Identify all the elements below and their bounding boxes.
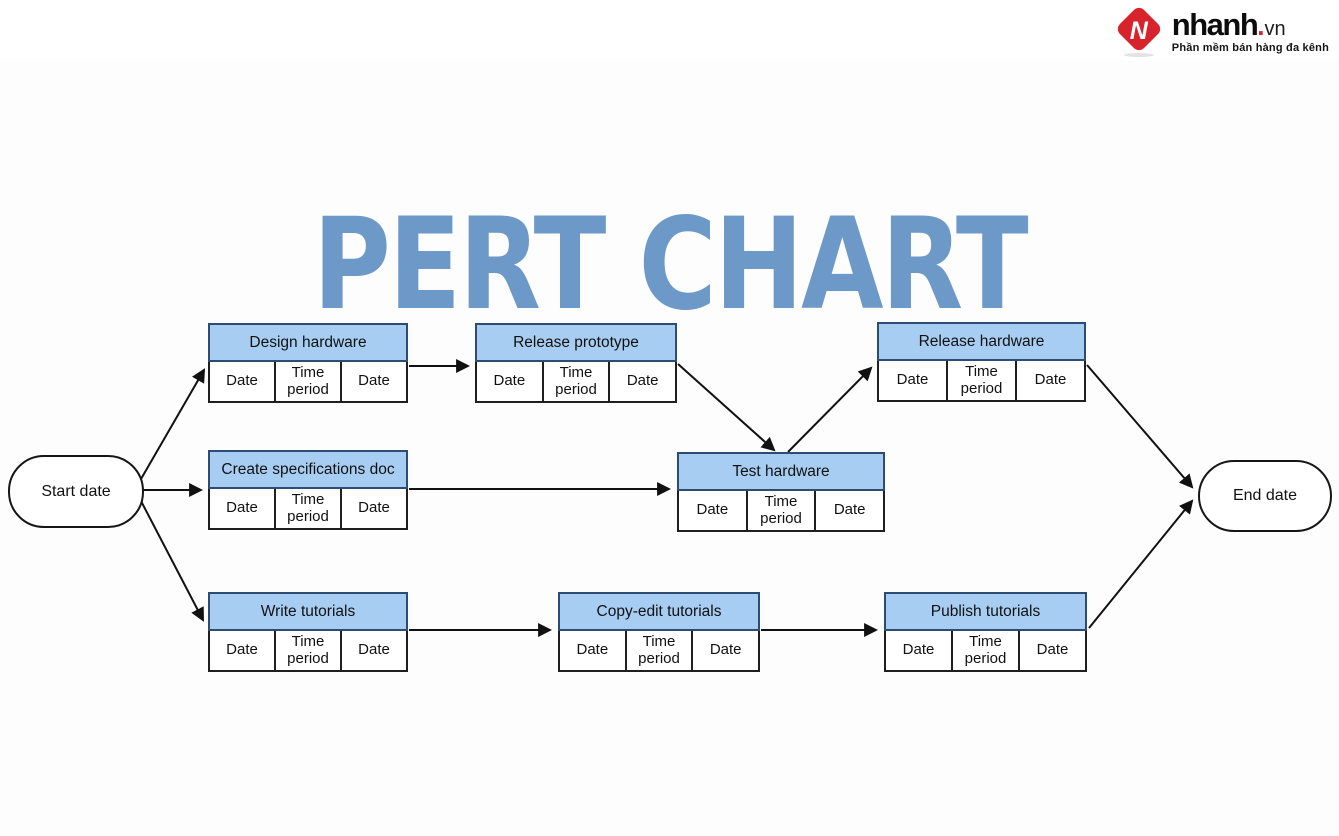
end-date-label: End date (1232, 487, 1298, 504)
arrow-start-to-design-hardware (140, 368, 206, 480)
nhanh-diamond-icon: N (1113, 4, 1165, 57)
logo-text: nhanh.vn Phần mềm bán hàng đa kênh (1172, 9, 1329, 54)
task-box-release-prototype: Release prototype Date Time period Date (475, 323, 677, 403)
task-title: Copy-edit tutorials (558, 592, 760, 631)
task-title: Release hardware (877, 322, 1086, 361)
logo-tagline: Phần mềm bán hàng đa kênh (1171, 41, 1329, 54)
task-cells: Date Time period Date (884, 631, 1087, 672)
arrow-release-prototype-to-test-hardware (677, 363, 776, 452)
cell-date-end: Date (340, 489, 406, 528)
cell-date-end: Date (814, 491, 883, 530)
start-date-label: Start date (41, 482, 111, 500)
task-title: Test hardware (677, 452, 885, 491)
top-bar: N nhanh.vn Phần mềm bán hàng đa kênh (0, 0, 1339, 60)
cell-date-start: Date (226, 372, 258, 390)
cell-date-start: Date (226, 641, 258, 659)
cell-time-period: Time period (541, 362, 609, 401)
task-cells: Date Time period Date (877, 361, 1086, 402)
cell-date-start: Date (896, 371, 929, 389)
task-box-release-hardware: Release hardware Date Time period Date (877, 322, 1086, 402)
cell-time-period: Time period (946, 361, 1015, 400)
task-cells: Date Time period Date (677, 491, 885, 532)
arrow-publish-tutorials-to-end-date (1088, 499, 1194, 629)
cell-time-period: Time period (745, 491, 815, 530)
cell-date-end: Date (691, 631, 758, 670)
logo-brand: nhanh (1171, 6, 1259, 42)
cell-time-period: Time period (274, 489, 340, 528)
arrow-test-hardware-to-release-hardware (787, 366, 873, 453)
cell-date-start: Date (493, 372, 526, 390)
cell-time-period: Time period (274, 362, 340, 401)
logo-wordmark: nhanh.vn (1172, 9, 1329, 40)
logo-shadow (1123, 53, 1154, 57)
logo-tld: vn (1264, 17, 1286, 40)
task-cells: Date Time period Date (208, 631, 408, 672)
edges-layer (140, 359, 1194, 637)
end-date-node: End date (1198, 460, 1332, 532)
cell-time-period: Time period (951, 631, 1018, 670)
cell-time-period: Time period (624, 631, 692, 670)
task-title: Release prototype (475, 323, 677, 362)
cell-date-end: Date (340, 362, 406, 401)
logo-dot: . (1257, 10, 1265, 41)
task-cells: Date Time period Date (475, 362, 677, 403)
task-box-publish-tutorials: Publish tutorials Date Time period Date (884, 592, 1087, 672)
task-title: Design hardware (208, 323, 408, 362)
start-date-node: Start date (8, 455, 144, 528)
cell-date-start: Date (902, 641, 935, 659)
task-box-write-tutorials: Write tutorials Date Time period Date (208, 592, 408, 672)
task-cells: Date Time period Date (208, 362, 408, 403)
cell-date-end: Date (1018, 631, 1085, 670)
task-cells: Date Time period Date (208, 489, 408, 530)
cell-date-start: Date (226, 499, 258, 517)
task-box-design-hardware: Design hardware Date Time period Date (208, 323, 408, 403)
task-cells: Date Time period Date (558, 631, 760, 672)
task-box-create-specifications-doc: Create specifications doc Date Time peri… (208, 450, 408, 530)
cell-date-end: Date (608, 362, 675, 401)
nhanh-logo: N nhanh.vn Phần mềm bán hàng đa kênh (1113, 4, 1329, 57)
cell-time-period: Time period (274, 631, 340, 670)
task-box-copy-edit-tutorials: Copy-edit tutorials Date Time period Dat… (558, 592, 760, 672)
arrow-start-to-write-tutorials (140, 500, 204, 622)
cell-date-start: Date (696, 501, 729, 519)
task-title: Publish tutorials (884, 592, 1087, 631)
task-title: Create specifications doc (208, 450, 408, 489)
cell-date-end: Date (340, 631, 406, 670)
arrow-release-hardware-to-end-date (1086, 364, 1194, 489)
task-title: Write tutorials (208, 592, 408, 631)
task-box-test-hardware: Test hardware Date Time period Date (677, 452, 885, 532)
cell-date-end: Date (1015, 361, 1084, 400)
cell-date-start: Date (576, 641, 609, 659)
pert-diagram: PERT CHART Start date End date Desi (0, 60, 1339, 836)
